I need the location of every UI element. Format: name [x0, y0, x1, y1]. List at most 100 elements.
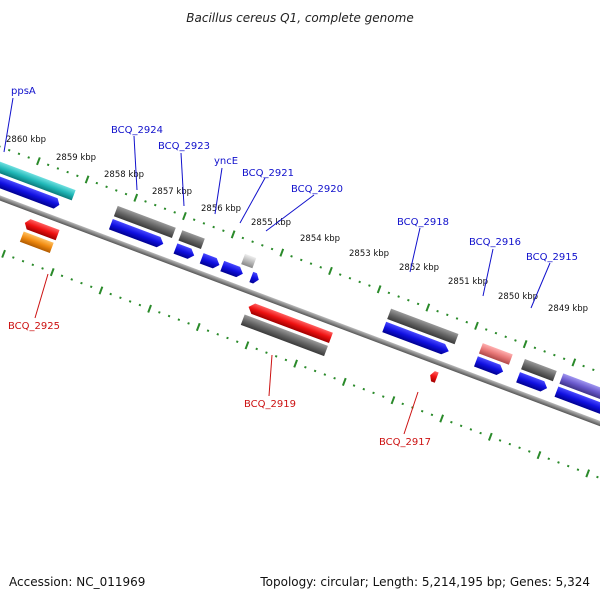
minor-tick — [17, 152, 21, 156]
minor-tick — [173, 211, 176, 214]
feature-bcq2923-gray[interactable] — [178, 230, 205, 249]
gene-label-yncE[interactable]: yncE — [214, 156, 238, 167]
minor-tick — [372, 391, 375, 395]
kbp-label: 2858 kbp — [104, 170, 144, 180]
minor-tick — [284, 358, 288, 362]
minor-tick — [66, 170, 69, 174]
feature-purple[interactable] — [559, 373, 600, 405]
minor-tick — [407, 298, 410, 302]
major-tick — [376, 285, 382, 294]
cds-arrow[interactable] — [108, 219, 165, 249]
minor-tick — [309, 262, 313, 265]
cds-arrow[interactable] — [554, 386, 600, 424]
major-tick — [585, 469, 591, 478]
minor-tick — [547, 457, 551, 461]
feature-bcq2917-red[interactable] — [428, 370, 439, 383]
minor-tick — [420, 409, 424, 413]
genome-track — [0, 145, 600, 479]
minor-tick — [7, 148, 11, 152]
reverse-features — [19, 218, 439, 383]
gene-label-bcq2924[interactable]: BCQ_2924 — [111, 125, 163, 136]
minor-tick — [202, 222, 206, 225]
kbp-label: 2852 kbp — [399, 263, 439, 273]
minor-tick — [192, 218, 196, 221]
major-tick — [390, 396, 396, 405]
cds-arrow[interactable] — [173, 243, 197, 260]
cds-arrow[interactable] — [474, 356, 505, 377]
feature-ppsA-teal[interactable] — [0, 152, 76, 201]
feature-bcq2916-pink[interactable] — [478, 343, 513, 365]
kbp-label: 2855 kbp — [251, 218, 291, 228]
feature-bcq2919-gray[interactable] — [240, 314, 328, 357]
gene-label-bcq2917[interactable]: BCQ_2917 — [379, 437, 431, 448]
minor-tick — [261, 244, 264, 247]
cds-arrow[interactable] — [382, 321, 450, 357]
minor-tick — [41, 267, 44, 270]
major-tick — [133, 193, 139, 202]
genome-backbone — [0, 181, 600, 454]
minor-tick — [60, 274, 64, 278]
major-tick — [487, 432, 493, 441]
gene-label-bcq2921[interactable]: BCQ_2921 — [242, 168, 294, 179]
minor-tick — [323, 373, 327, 376]
feature-bcq2925-orange[interactable] — [19, 231, 54, 254]
minor-tick — [235, 340, 239, 343]
minor-tick — [56, 167, 60, 170]
feature-bcq2925-red[interactable] — [23, 218, 60, 241]
minor-tick — [397, 295, 400, 298]
minor-tick — [313, 369, 317, 373]
minor-tick — [299, 258, 303, 262]
cds-arrow[interactable] — [199, 253, 222, 270]
minor-tick — [387, 291, 391, 295]
minor-tick — [527, 450, 531, 453]
major-tick — [425, 303, 431, 312]
feature-bcq2918-gray[interactable] — [387, 308, 459, 345]
major-tick — [474, 321, 479, 330]
feature-bcq2924-gray[interactable] — [113, 205, 176, 239]
gene-label-bcq2925[interactable]: BCQ_2925 — [8, 321, 60, 332]
minor-tick — [89, 285, 93, 289]
major-tick — [293, 359, 298, 368]
feature-bcq2919-red[interactable] — [247, 302, 333, 344]
minor-tick — [401, 402, 405, 406]
minor-tick — [514, 339, 517, 342]
cds-arrow[interactable] — [0, 165, 61, 210]
gene-label-ppsA[interactable]: ppsA — [11, 86, 36, 97]
accession-text: Accession: NC_011969 — [9, 575, 145, 589]
gene-label-bcq2915[interactable]: BCQ_2915 — [526, 252, 578, 263]
leader-line — [3, 97, 14, 153]
minor-tick — [504, 335, 507, 339]
gene-label-bcq2923[interactable]: BCQ_2923 — [158, 141, 210, 152]
gene-label-bcq2919[interactable]: BCQ_2919 — [244, 399, 296, 410]
major-tick — [279, 248, 285, 257]
cds-arrow[interactable] — [516, 372, 549, 393]
cds-arrow[interactable] — [220, 260, 244, 279]
minor-tick — [430, 413, 434, 417]
gene-label-bcq2920[interactable]: BCQ_2920 — [291, 184, 343, 195]
cds-arrow[interactable] — [249, 271, 260, 285]
major-tick — [439, 414, 445, 423]
minor-tick — [465, 320, 469, 324]
minor-tick — [21, 259, 25, 263]
leader-line — [268, 354, 273, 397]
minor-tick — [290, 255, 293, 258]
minor-tick — [479, 431, 482, 435]
gene-label-bcq2916[interactable]: BCQ_2916 — [469, 237, 521, 248]
minor-tick — [119, 296, 122, 300]
kbp-label: 2854 kbp — [300, 234, 340, 244]
feature-bcq2921-light[interactable] — [241, 253, 257, 269]
minor-tick — [109, 292, 112, 296]
minor-tick — [576, 468, 580, 472]
kbp-labels: 2860 kbp 2859 kbp 2858 kbp 2857 kbp 2856… — [6, 135, 588, 314]
minor-tick — [358, 280, 361, 284]
minor-tick — [251, 240, 254, 243]
minor-tick — [348, 276, 352, 280]
minor-tick — [484, 328, 488, 331]
minor-tick — [158, 311, 161, 314]
feature-bcq2915-gray[interactable] — [521, 358, 557, 382]
minor-tick — [31, 263, 35, 267]
leader-line — [239, 177, 266, 224]
major-tick — [230, 230, 236, 239]
gene-label-bcq2918[interactable]: BCQ_2918 — [397, 217, 449, 228]
minor-tick — [362, 387, 366, 391]
